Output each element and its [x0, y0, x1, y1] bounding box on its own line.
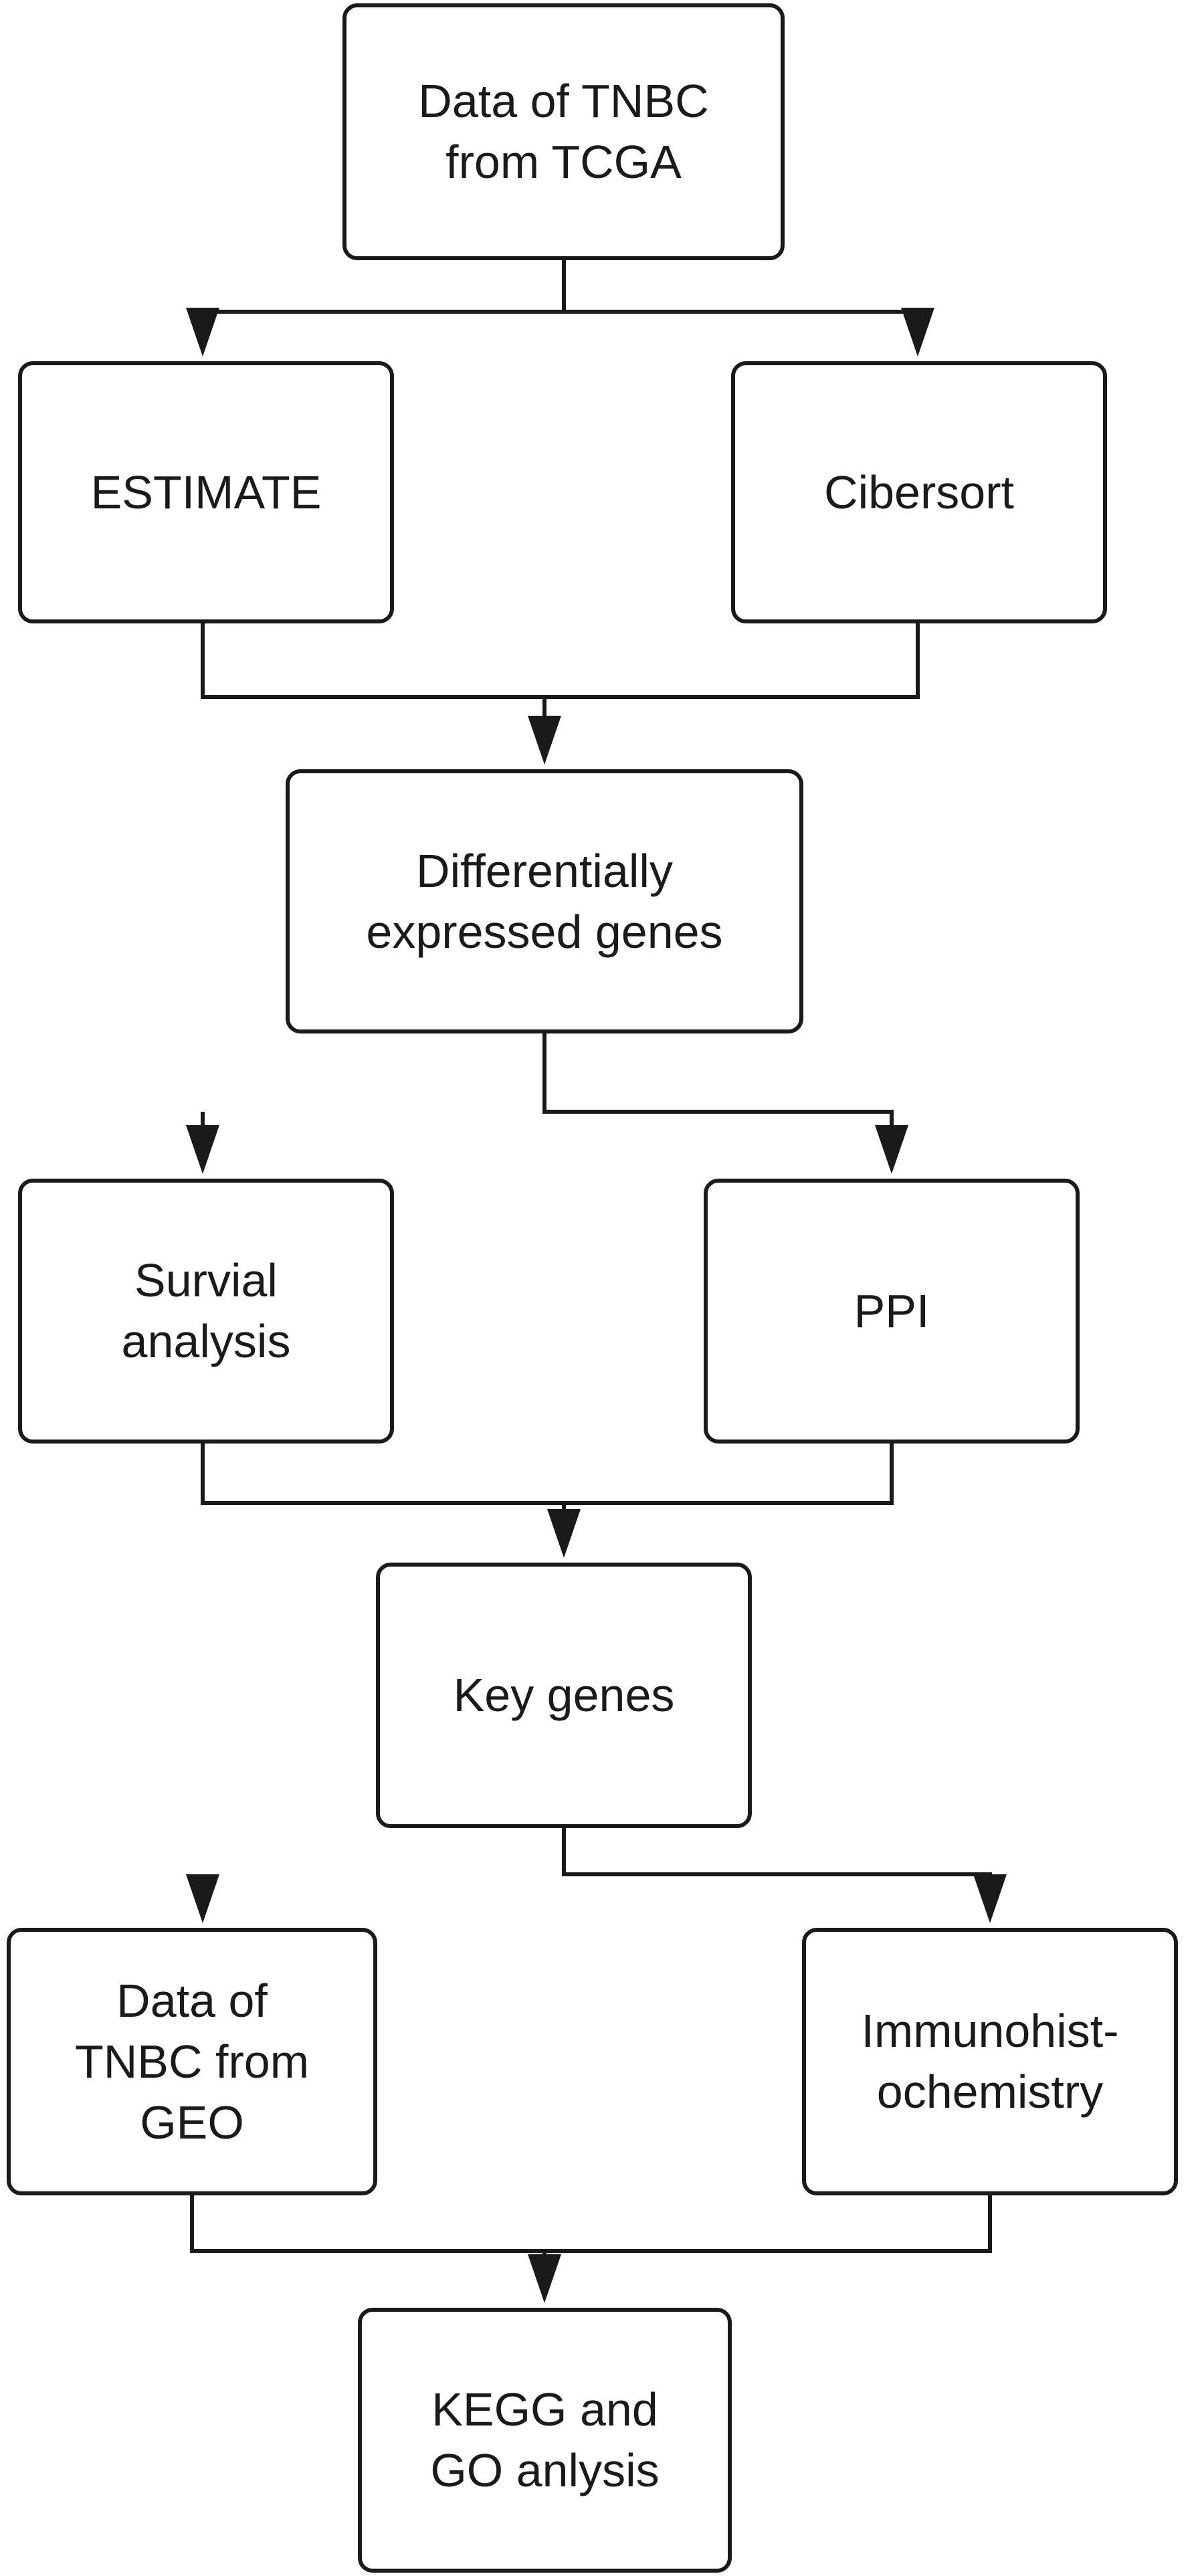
node-ppi-label: PPI: [854, 1284, 930, 1337]
edge-tcga-split: [201, 260, 920, 334]
node-differentially-expressed-genes: Differentially expressed genes: [286, 769, 803, 1033]
node-cibersort: Cibersort: [731, 361, 1107, 623]
edge-merge-deg: [201, 623, 920, 744]
node-estimate-label: ESTIMATE: [90, 466, 322, 518]
arrowhead-to-deg: [528, 716, 561, 765]
edge-merge-kegg: [190, 2195, 992, 2282]
node-cibersort-label: Cibersort: [824, 466, 1014, 518]
arrowhead-to-ppi: [875, 1125, 908, 1174]
edge-merge-key: [201, 1444, 894, 1537]
arrowhead-to-cibersort: [901, 308, 934, 357]
node-immunohistochemistry: Immunohist- ochemistry: [802, 1928, 1178, 2195]
node-key-label: Key genes: [453, 1669, 675, 1721]
node-kegg-go-analysis: KEGG and GO anlysis: [358, 2308, 732, 2573]
node-ihc-label: Immunohist- ochemistry: [861, 2005, 1119, 2118]
node-deg-label: Differentially expressed genes: [366, 844, 723, 958]
node-geo-label: Data of TNBC from GEO: [75, 1974, 309, 2149]
arrowhead-to-kegg: [528, 2254, 561, 2303]
arrowhead-to-key: [547, 1509, 581, 1558]
arrowhead-to-survival: [186, 1125, 219, 1174]
node-kegg-label: KEGG and GO anlysis: [430, 2383, 660, 2496]
arrowhead-to-estimate: [186, 308, 219, 357]
node-tcga-label: Data of TNBC from TCGA: [418, 75, 709, 188]
edge-key-split: [201, 1828, 992, 1902]
node-estimate: ESTIMATE: [18, 361, 394, 623]
node-survival-analysis: Survial analysis: [18, 1179, 394, 1444]
node-survival-label: Survial analysis: [121, 1254, 291, 1367]
node-geo-data: Data of TNBC from GEO: [7, 1928, 377, 2195]
node-ppi: PPI: [704, 1179, 1080, 1444]
node-tcga-data: Data of TNBC from TCGA: [342, 3, 785, 260]
edge-deg-split: [201, 1033, 894, 1153]
arrowhead-to-geo: [186, 1874, 219, 1923]
node-key-genes: Key genes: [376, 1563, 752, 1828]
arrowhead-to-ihc: [973, 1874, 1007, 1923]
arrowheads: [186, 308, 1007, 2303]
